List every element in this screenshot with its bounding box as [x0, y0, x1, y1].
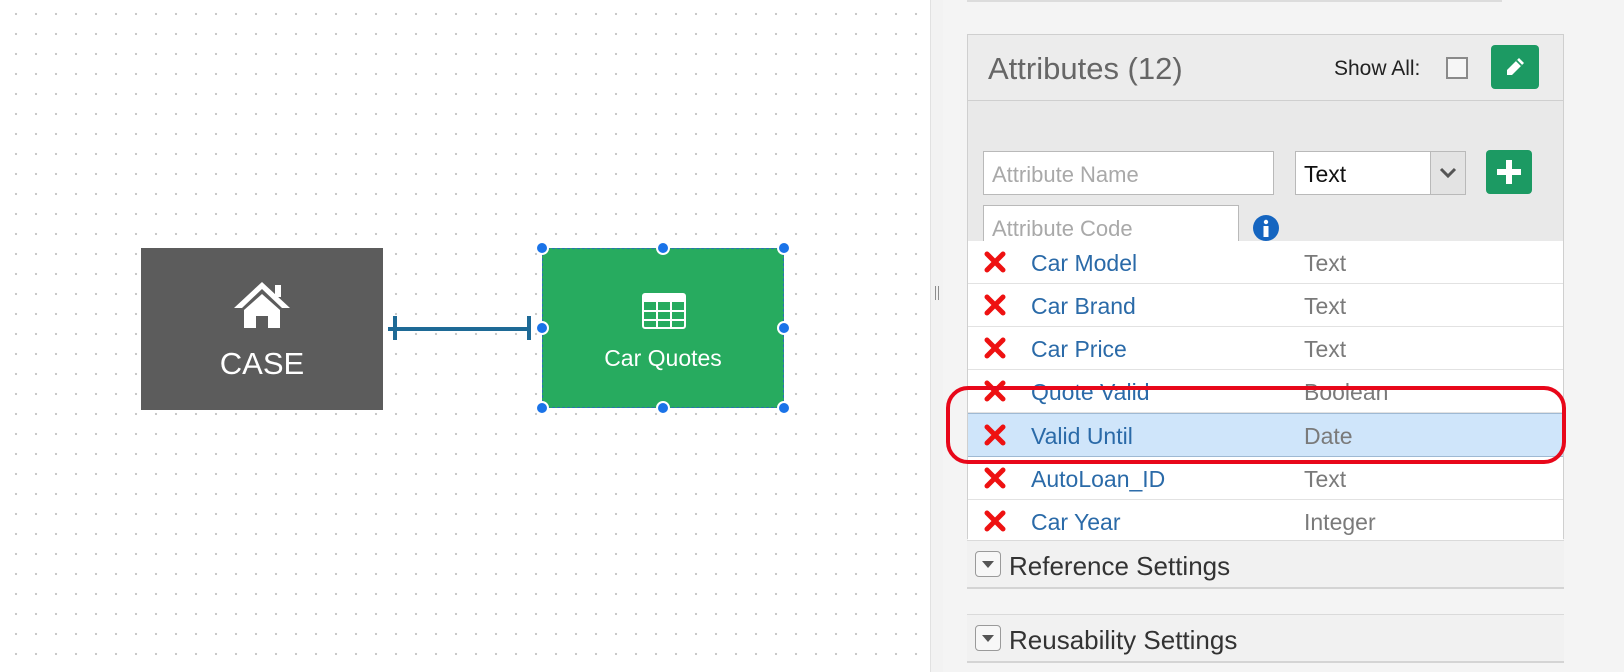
- resize-handle-top-left[interactable]: [535, 241, 549, 255]
- delete-icon[interactable]: [984, 424, 1006, 446]
- entity-node-label: Car Quotes: [604, 345, 722, 371]
- chevron-down-icon[interactable]: [975, 625, 1001, 651]
- case-node[interactable]: CASE: [141, 248, 383, 410]
- properties-panel: Attributes (12) Show All: Attribute Name…: [943, 0, 1624, 672]
- delete-icon[interactable]: [984, 251, 1006, 273]
- connector-end-tick: [393, 316, 397, 340]
- delete-icon[interactable]: [984, 337, 1006, 359]
- attribute-type: Text: [1304, 336, 1347, 362]
- relationship-connector[interactable]: [388, 327, 530, 331]
- edit-attributes-button[interactable]: [1491, 45, 1539, 89]
- attribute-row[interactable]: Car Model Text: [968, 241, 1563, 284]
- chevron-down-icon[interactable]: [1430, 152, 1465, 194]
- info-icon[interactable]: [1252, 214, 1280, 242]
- pencil-icon: [1507, 58, 1524, 75]
- attribute-type-select[interactable]: Text: [1295, 151, 1466, 195]
- attribute-type: Date: [1304, 423, 1353, 449]
- attributes-section: Attributes (12) Show All: Attribute Name…: [967, 34, 1564, 543]
- attribute-row[interactable]: Valid Until Date: [968, 413, 1563, 457]
- resize-handle-top[interactable]: [656, 241, 670, 255]
- add-attribute-form: Attribute Name Text Attribute Code: [968, 101, 1563, 249]
- attribute-type: Text: [1304, 293, 1347, 319]
- delete-icon[interactable]: [984, 467, 1006, 489]
- attribute-type: Text: [1304, 250, 1347, 276]
- reference-settings-title: Reference Settings: [1009, 551, 1231, 581]
- attribute-row[interactable]: Car Brand Text: [968, 284, 1563, 327]
- attribute-row[interactable]: Quote Valid Boolean: [968, 370, 1563, 413]
- connector-end-tick: [527, 316, 531, 340]
- resize-handle-top-right[interactable]: [777, 241, 791, 255]
- chevron-down-icon[interactable]: [975, 551, 1001, 577]
- attribute-name[interactable]: Quote Valid: [1031, 379, 1150, 405]
- attribute-row[interactable]: Car Price Text: [968, 327, 1563, 370]
- attributes-header: Attributes (12) Show All:: [968, 35, 1563, 101]
- reusability-settings-title: Reusability Settings: [1009, 625, 1238, 655]
- plus-icon: [1497, 160, 1521, 184]
- entity-node-car-quotes[interactable]: Car Quotes: [542, 248, 784, 408]
- attribute-name[interactable]: Car Model: [1031, 250, 1138, 276]
- show-all-label: Show All:: [1334, 57, 1421, 80]
- attribute-name[interactable]: Car Price: [1031, 336, 1127, 362]
- resize-handle-left[interactable]: [535, 321, 549, 335]
- resize-handle-right[interactable]: [777, 321, 791, 335]
- reusability-settings-section[interactable]: Reusability Settings: [967, 614, 1564, 663]
- splitter-grip: [935, 286, 939, 300]
- attribute-name[interactable]: AutoLoan_ID: [1031, 466, 1166, 492]
- attribute-name[interactable]: Car Brand: [1031, 293, 1136, 319]
- attribute-type: Integer: [1304, 509, 1376, 535]
- panel-top-edge: [967, 0, 1502, 2]
- resize-handle-bottom-right[interactable]: [777, 401, 791, 415]
- attribute-type: Boolean: [1304, 379, 1389, 405]
- home-icon: [234, 282, 290, 328]
- add-attribute-button[interactable]: [1486, 150, 1532, 194]
- resize-handle-bottom[interactable]: [656, 401, 670, 415]
- show-all-checkbox[interactable]: [1446, 57, 1468, 79]
- attributes-title: Attributes (12): [988, 51, 1183, 86]
- diagram-canvas[interactable]: CASE Car Quotes: [0, 0, 930, 672]
- panel-splitter[interactable]: [930, 0, 943, 672]
- delete-icon[interactable]: [984, 380, 1006, 402]
- resize-handle-bottom-left[interactable]: [535, 401, 549, 415]
- case-node-label: CASE: [219, 346, 305, 381]
- attribute-name[interactable]: Valid Until: [1031, 423, 1133, 449]
- reference-settings-section[interactable]: Reference Settings: [967, 540, 1564, 589]
- attribute-type: Text: [1304, 466, 1347, 492]
- attribute-name-input[interactable]: Attribute Name: [983, 151, 1274, 195]
- attribute-type-value: Text: [1304, 161, 1347, 187]
- attribute-row[interactable]: AutoLoan_ID Text: [968, 457, 1563, 500]
- delete-icon[interactable]: [984, 294, 1006, 316]
- delete-icon[interactable]: [984, 510, 1006, 532]
- attribute-row[interactable]: Car Year Integer: [968, 500, 1563, 543]
- attribute-name[interactable]: Car Year: [1031, 509, 1121, 535]
- table-grid-icon: [642, 293, 686, 329]
